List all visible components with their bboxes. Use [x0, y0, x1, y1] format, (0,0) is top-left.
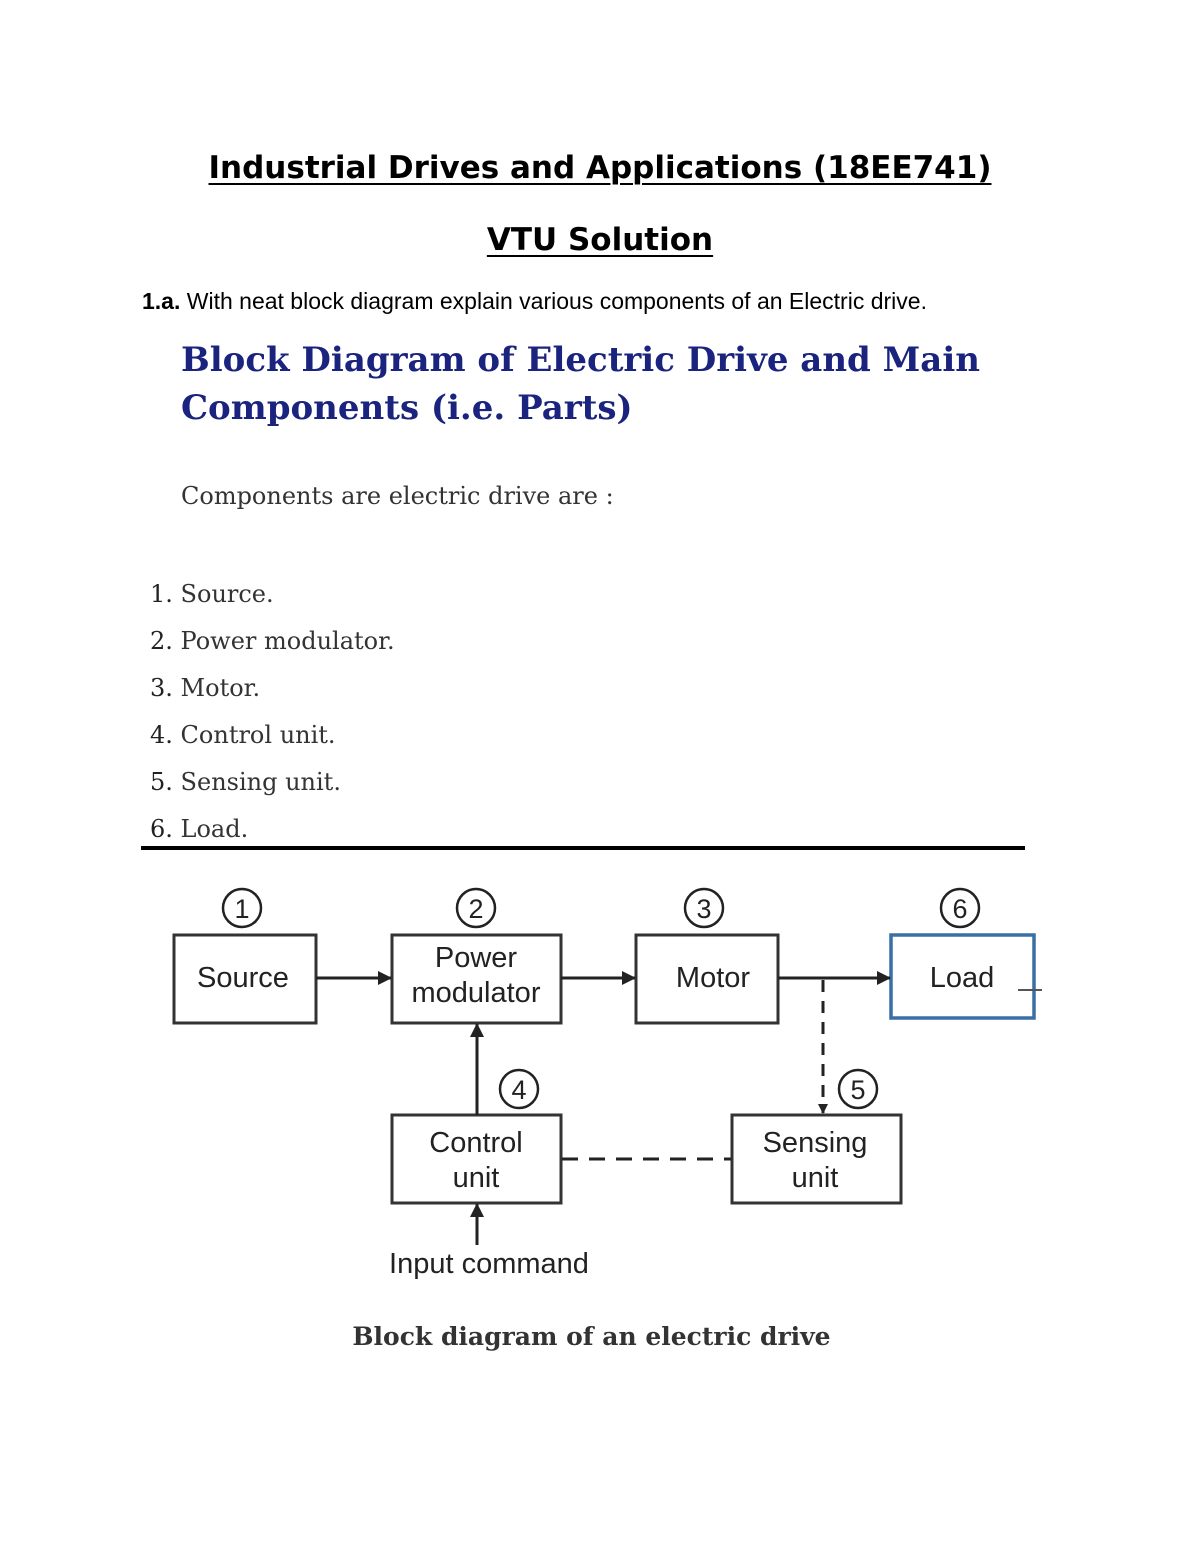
- components-intro: Components are electric drive are :: [181, 482, 614, 510]
- svg-text:1: 1: [234, 894, 249, 924]
- document-title: Industrial Drives and Applications (18EE…: [208, 150, 992, 186]
- question: 1.a. With neat block diagram explain var…: [142, 288, 927, 315]
- block-diagram: Source Power modulator Motor Load Contro…: [172, 887, 1042, 1280]
- number-badge-2: 2: [455, 887, 497, 929]
- motor-block: Motor: [634, 933, 780, 1025]
- svg-text:unit: unit: [792, 1162, 839, 1194]
- question-number: 1.a.: [142, 288, 181, 314]
- number-badge-6: 6: [939, 887, 981, 929]
- number-badge-1: 1: [221, 887, 263, 929]
- svg-text:Sensing: Sensing: [763, 1127, 868, 1159]
- section-heading: Block Diagram of Electric Drive and Main…: [181, 340, 980, 428]
- svg-text:3: 3: [696, 894, 711, 924]
- list-item: 1. Source.: [150, 580, 274, 608]
- list-item: 4. Control unit.: [150, 721, 336, 749]
- list-item: 5. Sensing unit.: [150, 768, 341, 796]
- load-block: Load: [889, 933, 1042, 1020]
- sensing-unit-block: Sensing unit: [730, 1113, 903, 1205]
- svg-text:modulator: modulator: [412, 977, 541, 1009]
- components-list: 1. Source. 2. Power modulator. 3. Motor.…: [150, 574, 395, 856]
- svg-text:Load: Load: [930, 962, 995, 994]
- svg-text:unit: unit: [453, 1162, 500, 1194]
- power-modulator-block: Power modulator: [390, 933, 563, 1025]
- number-badge-4: 4: [498, 1068, 540, 1110]
- svg-text:Motor: Motor: [676, 962, 750, 994]
- section-divider: [141, 846, 1025, 850]
- list-item: 6. Load.: [150, 815, 249, 843]
- list-item: 3. Motor.: [150, 674, 261, 702]
- control-unit-block: Control unit: [390, 1113, 563, 1205]
- svg-text:Control: Control: [429, 1127, 523, 1159]
- svg-text:6: 6: [952, 894, 967, 924]
- number-badge-3: 3: [683, 887, 725, 929]
- document-subtitle: VTU Solution: [486, 222, 714, 258]
- svg-text:4: 4: [511, 1075, 526, 1105]
- input-command-label: Input command: [389, 1248, 589, 1280]
- question-text: With neat block diagram explain various …: [186, 288, 927, 314]
- number-badge-5: 5: [837, 1068, 879, 1110]
- source-block: Source: [172, 933, 318, 1025]
- list-item: 2. Power modulator.: [150, 627, 395, 655]
- svg-text:Source: Source: [197, 962, 289, 994]
- svg-text:2: 2: [468, 894, 483, 924]
- svg-text:5: 5: [850, 1075, 865, 1105]
- diagram-caption: Block diagram of an electric drive: [352, 1322, 831, 1351]
- svg-text:Power: Power: [435, 942, 518, 974]
